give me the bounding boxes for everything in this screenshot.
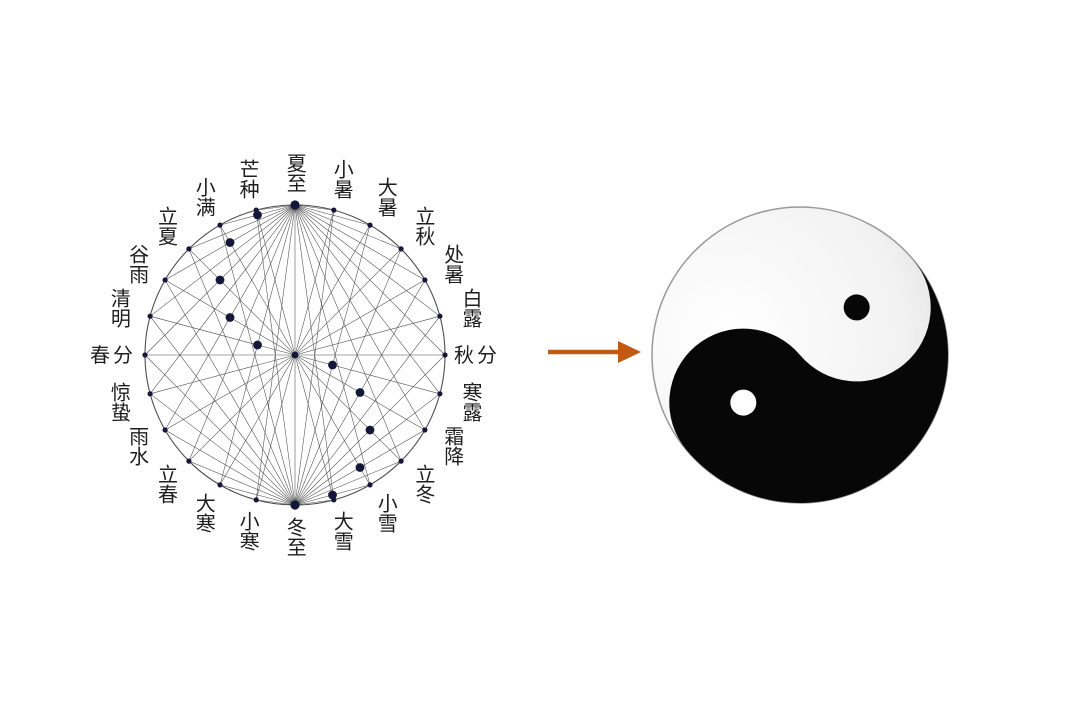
taiji-curve-dot: [253, 210, 262, 220]
rim-point-dot: [422, 277, 428, 283]
chord-line: [294, 210, 335, 506]
chord-line: [294, 248, 402, 506]
chord-line: [188, 204, 296, 462]
rim-point-dot: [162, 277, 168, 283]
chord-line: [255, 210, 296, 506]
solar-term-label: 谷雨: [125, 244, 150, 284]
solar-term-label: 芒种: [236, 159, 261, 200]
chord-line: [294, 204, 441, 317]
taiji-curve-dot: [328, 360, 337, 370]
chord-line: [294, 393, 441, 506]
solar-term-label: 霜降: [440, 426, 465, 466]
chord-line: [294, 204, 335, 500]
taiji-black-eye: [843, 294, 870, 321]
chord-line: [294, 204, 446, 356]
chord-line: [294, 204, 402, 250]
solar-term-label: 夏至: [283, 153, 308, 193]
taiji-curve-dot: [253, 340, 262, 350]
solar-term-label: 小雪: [374, 492, 399, 533]
summer-solstice-vertex-dot: [290, 200, 300, 210]
chord-line: [219, 225, 296, 506]
taiji-curve-dot: [365, 425, 375, 435]
center-dot: [291, 351, 299, 359]
rim-point-dot: [331, 207, 337, 213]
rim-point-dot: [186, 246, 192, 252]
rim-point-dot: [217, 482, 223, 488]
chord-line: [294, 204, 371, 226]
arrow-head-icon: [618, 341, 641, 363]
rim-point-dot: [437, 391, 443, 397]
solar-term-label: 小满: [192, 177, 217, 218]
solar-term-label: 春分: [90, 342, 136, 367]
chord-line: [188, 204, 296, 250]
rim-point-dot: [142, 352, 148, 358]
taiji-white-eye: [730, 389, 757, 416]
solar-term-label: 大暑: [374, 177, 399, 218]
rim-point-dot: [442, 352, 448, 358]
solar-term-label: 立秋: [411, 206, 436, 247]
chord-line: [188, 248, 296, 506]
solar-term-label: 小寒: [236, 510, 261, 551]
transform-arrow: [548, 341, 641, 363]
chord-line: [294, 204, 334, 211]
solar-term-label: 冬至: [283, 517, 308, 557]
solar-term-label: 立冬: [411, 463, 436, 504]
solar-term-label: 大雪: [330, 510, 355, 551]
taiji-curve-dot: [215, 275, 225, 285]
chord-line: [294, 204, 371, 485]
rim-point-dot: [398, 246, 404, 252]
chord-line: [294, 204, 402, 462]
rim-point-dot: [147, 313, 153, 319]
winter-solstice-vertex-dot: [290, 500, 300, 510]
rim-point-dot: [398, 458, 404, 464]
taiji-curve-dot: [225, 313, 235, 322]
taiji-curve-dot: [328, 490, 337, 500]
shadow-dots-group: [142, 200, 448, 510]
taiji-curve-dot: [355, 463, 365, 472]
chord-line: [294, 204, 426, 431]
solar-term-label: 寒露: [458, 382, 483, 423]
chord-line: [164, 279, 296, 506]
solar-term-label: 立春: [154, 463, 179, 504]
rim-point-dot: [147, 391, 153, 397]
rim-point-dot: [217, 222, 223, 228]
rim-point-dot: [367, 482, 373, 488]
solar-term-label: 立夏: [154, 206, 179, 247]
chord-line: [256, 499, 296, 506]
chord-line: [149, 204, 296, 317]
rim-point-dot: [253, 497, 259, 503]
chord-line: [294, 499, 334, 506]
chord-line: [149, 204, 296, 394]
chord-line: [294, 316, 441, 506]
chord-line: [255, 204, 296, 500]
rim-point-dot: [186, 458, 192, 464]
solar-term-label: 白露: [458, 287, 483, 328]
chord-line: [219, 484, 296, 506]
solar-term-label: 大寒: [192, 492, 217, 533]
solar-term-label: 秋分: [454, 342, 500, 367]
chord-line: [256, 204, 296, 211]
solar-term-label: 小暑: [330, 159, 355, 200]
chord-line: [149, 393, 296, 506]
chord-line: [164, 429, 296, 506]
rim-point-dot: [437, 313, 443, 319]
solar-term-label: 处暑: [440, 244, 465, 284]
taiji-symbol: [651, 206, 949, 504]
solar-term-label: 惊蛰: [107, 382, 132, 423]
taiji-curve-dot: [225, 238, 235, 247]
solar-term-label: 雨水: [125, 426, 150, 466]
chord-line: [144, 354, 296, 506]
chord-line: [188, 460, 296, 506]
rim-point-dot: [422, 427, 428, 433]
solar-term-label: 清明: [107, 287, 132, 328]
taiji-yin-region: [669, 259, 948, 503]
chord-line: [294, 204, 426, 281]
taiji-curve-dot: [355, 388, 365, 397]
chord-line: [149, 316, 296, 506]
rim-point-dot: [367, 222, 373, 228]
rim-point-dot: [162, 427, 168, 433]
chord-line: [294, 204, 441, 394]
chord-line: [294, 460, 402, 506]
